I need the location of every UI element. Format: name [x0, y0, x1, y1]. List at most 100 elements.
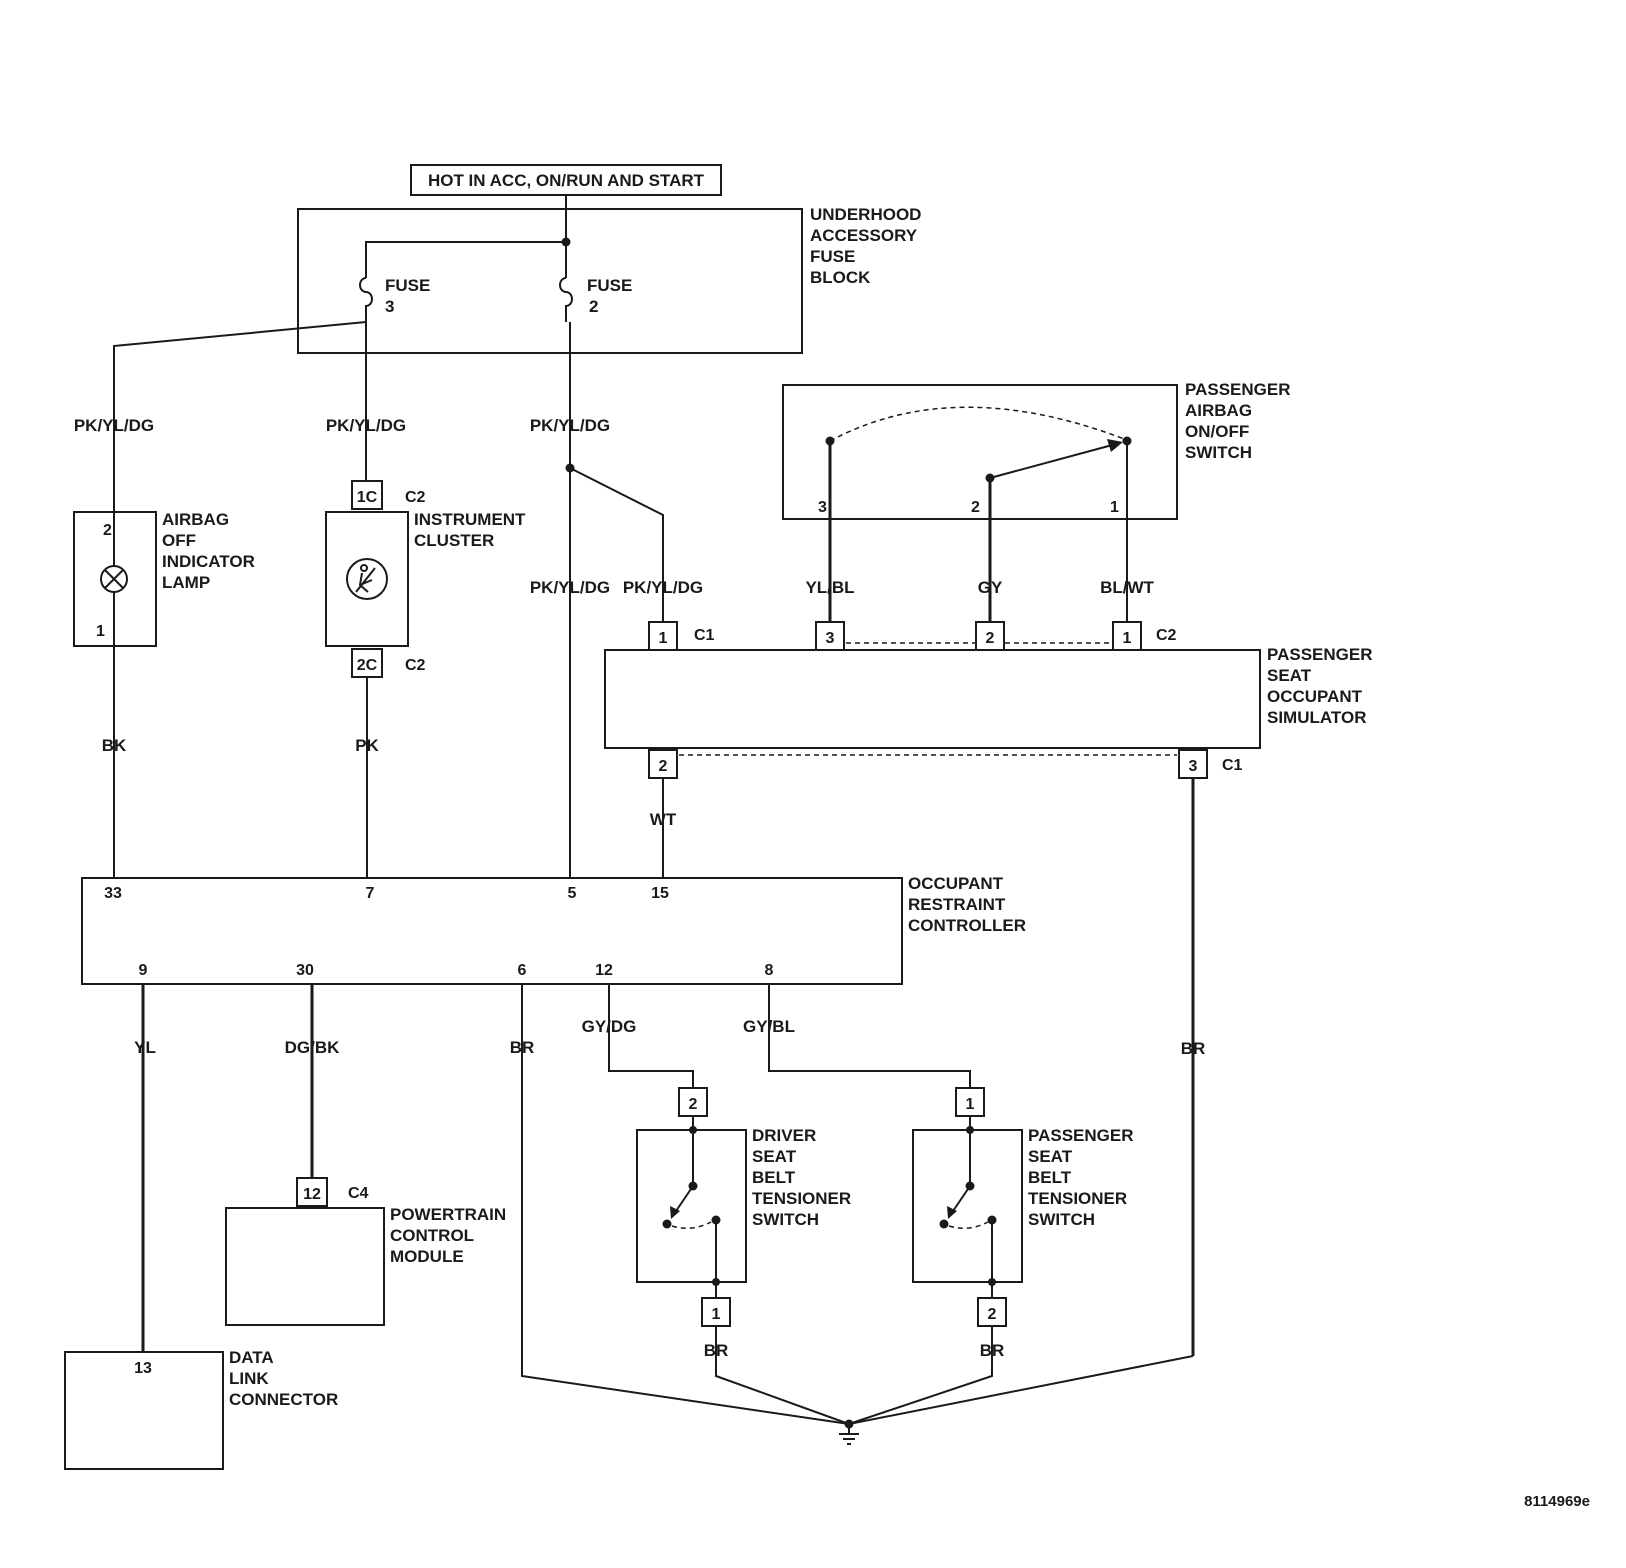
fuse-block: FUSE 3 FUSE 2 UNDERHOOD ACCESSORY FUSE B…	[297, 195, 921, 354]
wire-dlc: YL	[134, 1038, 156, 1057]
occupant-restraint-controller: 33 7 5 15 9 30 6 12 8 OCCUPANT RESTRAINT…	[81, 874, 1026, 985]
pcm-name-2: CONTROL	[390, 1226, 474, 1245]
lamp-pin-bottom: 1	[96, 623, 105, 640]
data-link-connector: 13 DATA LINK CONNECTOR	[64, 1348, 338, 1470]
drv-name-2: SEAT	[752, 1147, 797, 1166]
sim-gnd-run	[848, 1355, 1194, 1425]
ground-icon	[839, 1419, 859, 1445]
wire-sim-gnd: BR	[1181, 1039, 1206, 1058]
sim-top-pin-1b: 1	[1123, 630, 1132, 647]
orc-pin-5: 5	[568, 885, 577, 902]
orc-pin-15: 15	[651, 885, 669, 902]
pas-name-5: SWITCH	[1028, 1210, 1095, 1229]
orc-pin-7: 7	[366, 885, 375, 902]
pas-switch-arrow-icon	[947, 1206, 957, 1219]
sim-bottom-connector-c1: C1	[1222, 757, 1243, 774]
orc-name-2: RESTRAINT	[908, 895, 1006, 914]
passenger-seat-belt-tensioner-switch: 1 2 PASSENGER SEAT BELT TENSIONER SWITCH	[912, 1087, 1134, 1327]
cluster-name-1: INSTRUMENT	[414, 510, 526, 529]
wire-sw2: GY	[978, 578, 1003, 597]
dlc-name-2: LINK	[229, 1369, 269, 1388]
sim-top-pin-1: 1	[659, 630, 668, 647]
drv-name-4: TENSIONER	[752, 1189, 851, 1208]
wire-sw1: BL/WT	[1100, 578, 1154, 597]
sim-top-connector-c2: C2	[1156, 627, 1177, 644]
switch-name-1: PASSENGER	[1185, 380, 1291, 399]
lamp-name-4: LAMP	[162, 573, 210, 592]
switch-pin-1: 1	[1110, 499, 1119, 516]
switch-pin-3: 3	[818, 499, 827, 516]
orc-name-1: OCCUPANT	[908, 874, 1004, 893]
wire-orc5-feed: PK/YL/DG	[530, 578, 610, 597]
wire-lamp-feed: PK/YL/DG	[74, 416, 154, 435]
sim-top-pin-3: 3	[826, 630, 835, 647]
airbag-warning-icon	[346, 558, 388, 600]
fuse-block-name-3: FUSE	[810, 247, 855, 266]
drv-pin-bottom: 1	[712, 1306, 721, 1323]
orc-name-3: CONTROLLER	[908, 916, 1026, 935]
sim-name-4: SIMULATOR	[1267, 708, 1366, 727]
pcm-pin: 12	[303, 1186, 321, 1203]
wire-drv-gnd: BR	[704, 1341, 729, 1360]
pas-wire	[768, 984, 971, 1088]
drv-name-5: SWITCH	[752, 1210, 819, 1229]
airbag-off-indicator-lamp: 2 1 AIRBAG OFF INDICATOR LAMP	[73, 510, 255, 647]
cluster-pin-top: 1C	[357, 489, 378, 506]
wire-gnd6: BR	[510, 1038, 535, 1057]
driver-seat-belt-tensioner-switch: 2 1 DRIVER SEAT BELT TENSIONER SWITCH	[636, 1087, 851, 1327]
pas-name-1: PASSENGER	[1028, 1126, 1134, 1145]
sim-feed-wire	[569, 467, 664, 622]
orc-pin-12: 12	[595, 962, 613, 979]
dlc-name-3: CONNECTOR	[229, 1390, 338, 1409]
sim-name-1: PASSENGER	[1267, 645, 1373, 664]
fuse2-label: FUSE	[587, 276, 632, 295]
cluster-pin-bottom: 2C	[357, 657, 378, 674]
switch-arrow-icon	[1107, 439, 1123, 452]
switch-name-2: AIRBAG	[1185, 401, 1252, 420]
pas-name-3: BELT	[1028, 1168, 1072, 1187]
orc-pin-8: 8	[765, 962, 774, 979]
pas-pin-top: 1	[966, 1096, 975, 1113]
wire-sim-out: WT	[650, 810, 677, 829]
orc-pin-33: 33	[104, 885, 122, 902]
pas-gnd-wire	[848, 1326, 993, 1425]
drv-gnd-wire	[715, 1326, 850, 1425]
wire-pcm: DG/BK	[285, 1038, 341, 1057]
dlc-name-1: DATA	[229, 1348, 274, 1367]
drv-switch-arrow-icon	[670, 1206, 680, 1219]
power-note-box	[410, 164, 722, 196]
drv-name-1: DRIVER	[752, 1126, 816, 1145]
passenger-seat-occupant-simulator: 1 3 2 1 C1 C2 2 3 C1 PASSENGER SEAT OCCU…	[604, 621, 1373, 779]
passenger-airbag-switch: 3 2 1 PASSENGER AIRBAG ON/OFF SWITCH	[782, 380, 1291, 520]
orc-pin-6: 6	[518, 962, 527, 979]
pcm-name-3: MODULE	[390, 1247, 464, 1266]
fuse3-number: 3	[385, 297, 394, 316]
sim-bottom-pin-3: 3	[1189, 758, 1198, 775]
pcm-name-1: POWERTRAIN	[390, 1205, 506, 1224]
fuse-block-name-2: ACCESSORY	[810, 226, 918, 245]
drv-wire	[608, 984, 694, 1088]
pcm-connector: C4	[348, 1185, 369, 1202]
switch-name-3: ON/OFF	[1185, 422, 1249, 441]
lamp-name-2: OFF	[162, 531, 196, 550]
pas-pin-bottom: 2	[988, 1306, 997, 1323]
switch-pin-2: 2	[971, 499, 980, 516]
fuse-block-name-4: BLOCK	[810, 268, 871, 287]
pas-name-2: SEAT	[1028, 1147, 1073, 1166]
dlc-pin: 13	[134, 1360, 152, 1377]
fuse2-icon	[559, 277, 573, 322]
fuse2-number: 2	[589, 297, 598, 316]
switch-name-4: SWITCH	[1185, 443, 1252, 462]
wire-cluster-feed: PK/YL/DG	[326, 416, 406, 435]
wire-sim-feed: PK/YL/DG	[623, 578, 703, 597]
lamp-icon	[100, 565, 128, 593]
sim-top-pin-2: 2	[986, 630, 995, 647]
powertrain-control-module: 12 C4 POWERTRAIN CONTROL MODULE	[225, 1177, 506, 1326]
lamp-name-1: AIRBAG	[162, 510, 229, 529]
power-note: HOT IN ACC, ON/RUN AND START	[428, 171, 705, 190]
pas-name-4: TENSIONER	[1028, 1189, 1127, 1208]
wire-sw3: YL/BL	[805, 578, 854, 597]
cluster-connector-bottom: C2	[405, 657, 426, 674]
fuse3-label: FUSE	[385, 276, 430, 295]
